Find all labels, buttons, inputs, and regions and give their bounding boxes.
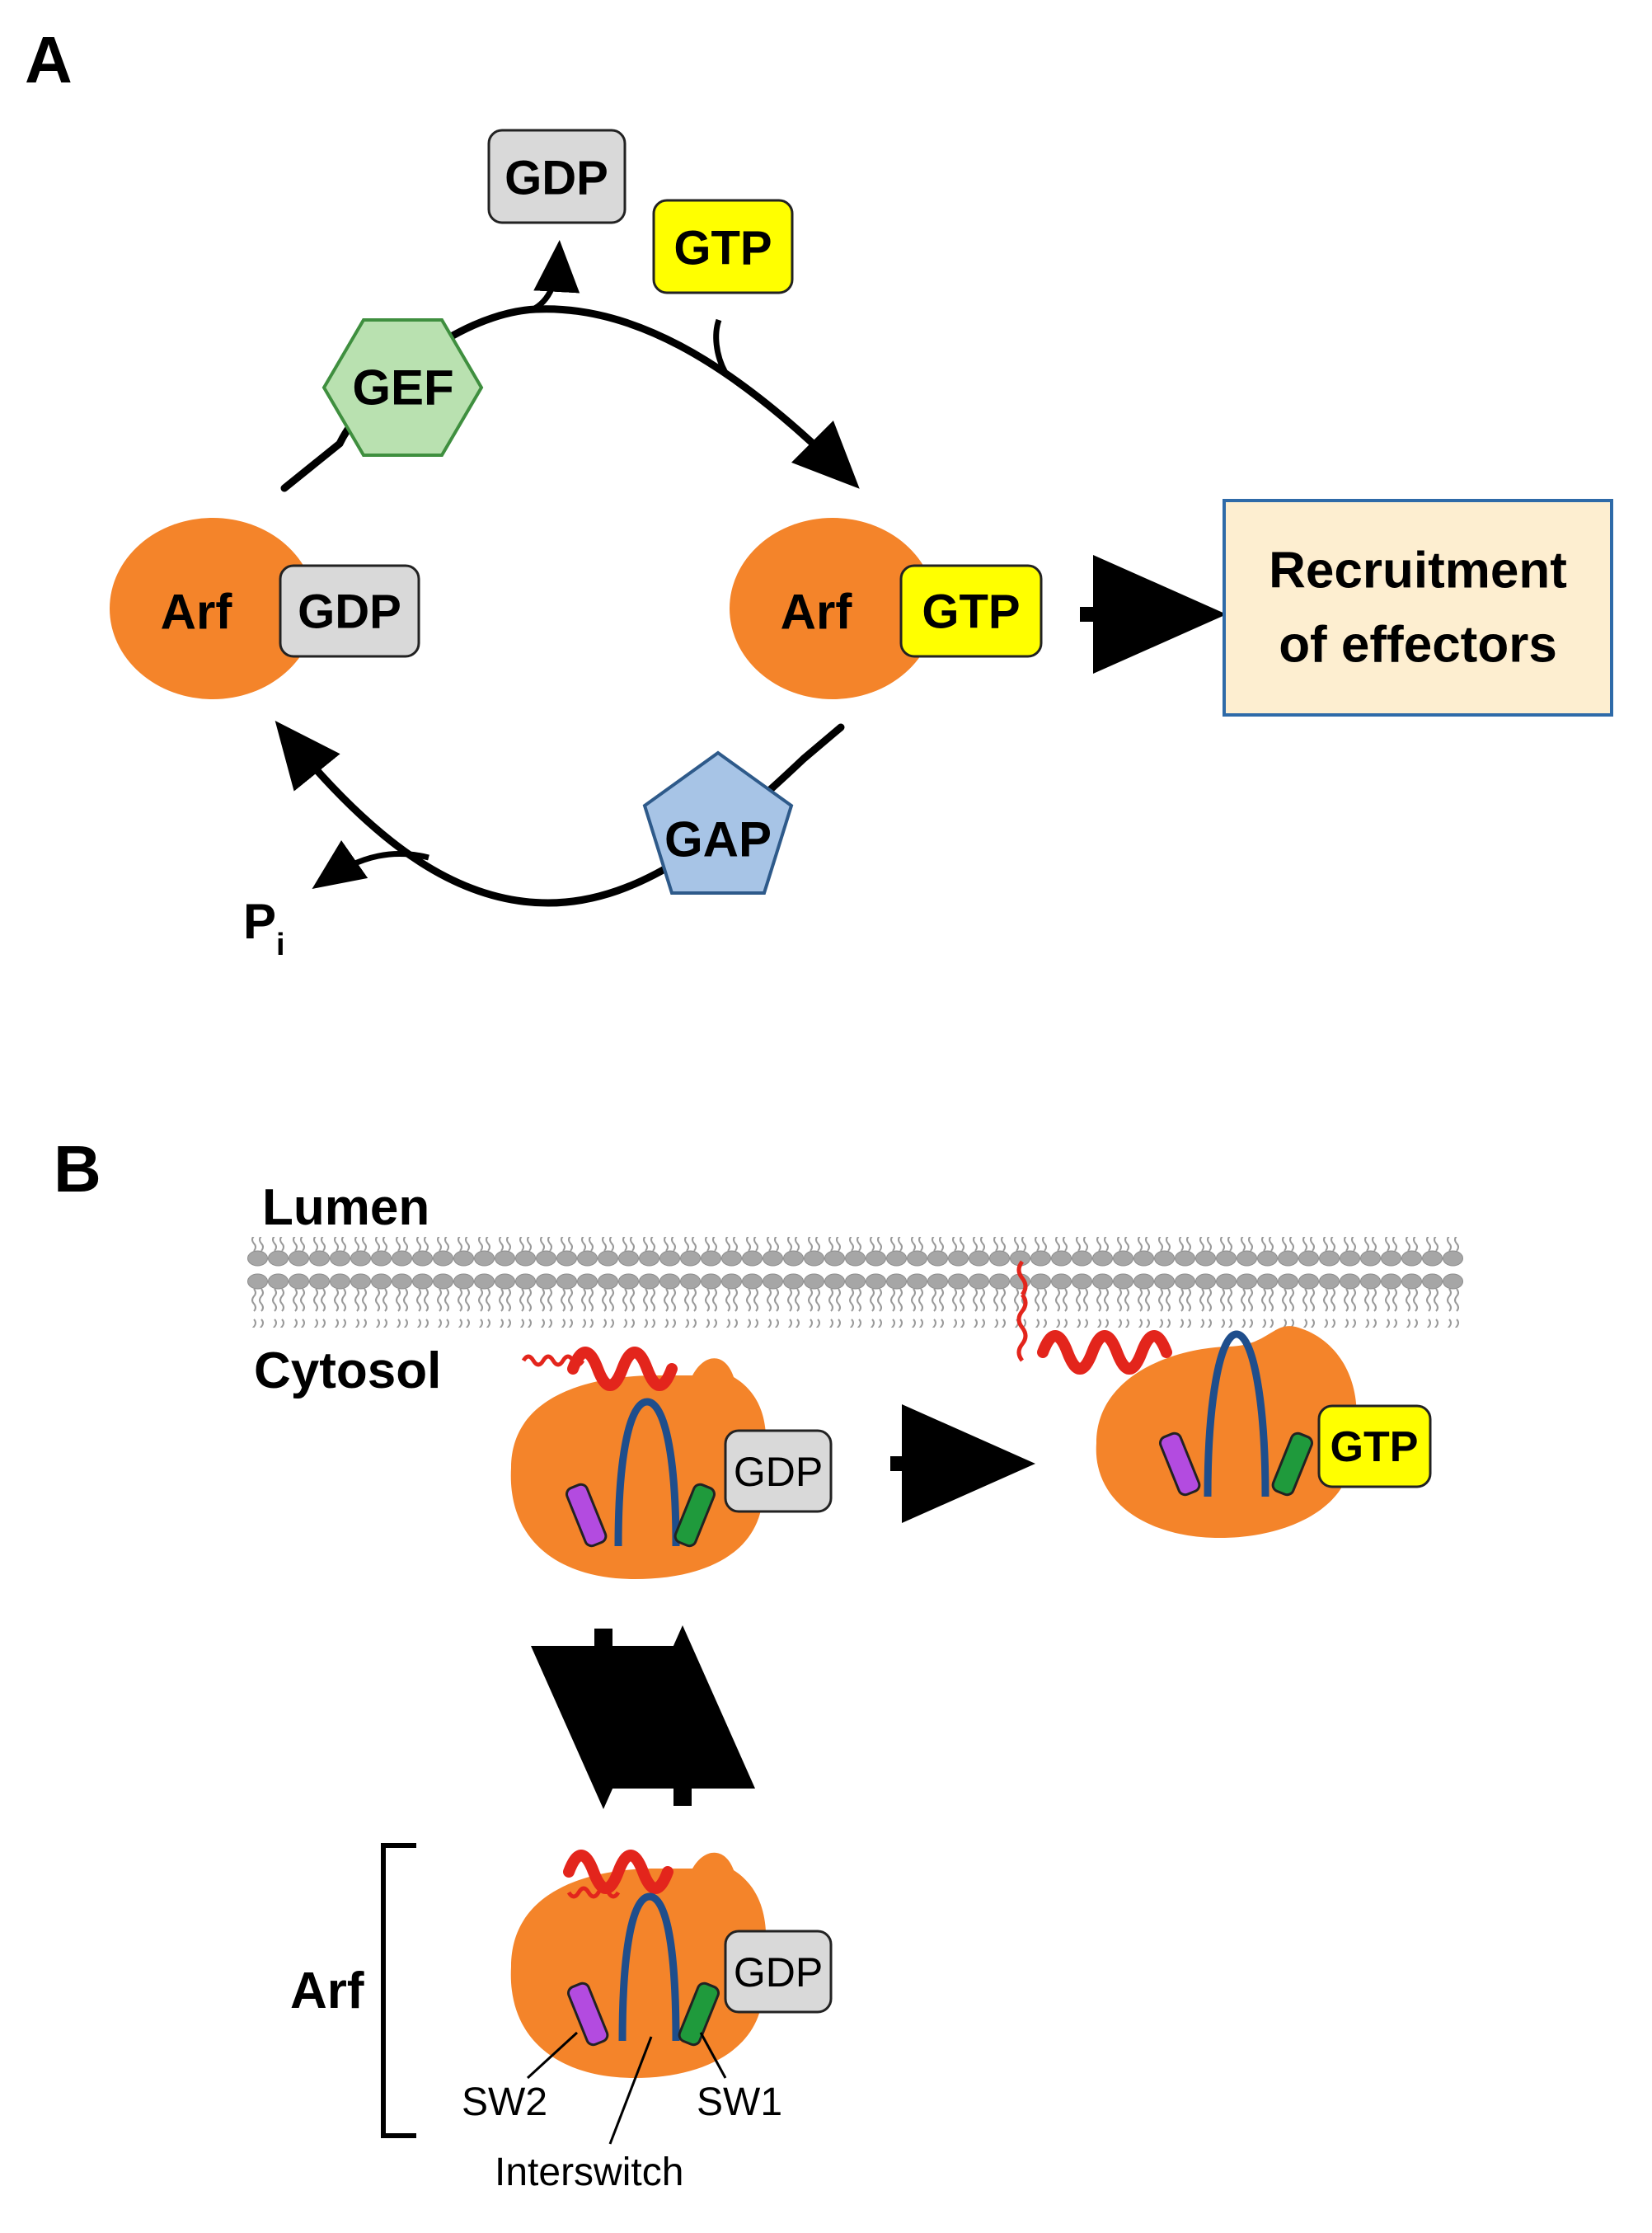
- gdp-release-arrow: [530, 240, 580, 313]
- incoming-gtp-label: GTP: [673, 222, 772, 275]
- effectors-box: Recruitment of effectors: [1223, 499, 1613, 717]
- interswitch-label: Interswitch: [495, 2151, 683, 2194]
- amphipathic-helix-icon: [566, 1886, 621, 1899]
- arf-gtp-arf-label: Arf: [781, 585, 853, 640]
- interswitch-hairpin-icon: [1204, 1330, 1270, 1497]
- arf-gdp-arf-label: Arf: [161, 585, 233, 640]
- membrane-bilayer-icon: [247, 1237, 1463, 1328]
- switch-cylinder-icon: [1159, 1431, 1201, 1497]
- pi-release-arrow: [312, 839, 429, 890]
- gtp-membrane-label: GTP: [1331, 1423, 1419, 1471]
- gdp-bottom-label: GDP: [734, 1949, 823, 1996]
- amphipathic-helix-icon: [1037, 1330, 1172, 1375]
- amphipathic-helix-icon: [567, 1347, 678, 1391]
- gap-label: GAP: [664, 812, 772, 867]
- panel-a-letter: A: [25, 23, 73, 96]
- gef-label: GEF: [352, 360, 453, 416]
- panel-a: A GDP GTP GEF Arf GDP Arf: [25, 23, 1613, 962]
- gdp-top-label: GDP: [734, 1449, 823, 1495]
- interswitch-leader-line: [608, 2036, 653, 2145]
- amphipathic-helix-icon: [563, 1850, 673, 1894]
- arf-gdp-gdp-label: GDP: [298, 585, 401, 639]
- amphipathic-helix-icon: [1016, 1260, 1028, 1362]
- sw2-leader-line: [526, 2031, 579, 2080]
- switch-cylinder-icon: [566, 1483, 608, 1548]
- arf-gdp-complex: Arf GDP: [110, 518, 420, 699]
- lumen-label: Lumen: [262, 1179, 429, 1236]
- gef-hexagon-icon: GEF: [321, 318, 484, 457]
- panel-b-letter: B: [54, 1132, 101, 1206]
- incoming-gtp-box: GTP: [652, 199, 794, 294]
- sw1-leader-line: [699, 2032, 727, 2079]
- arf-gdp-cytosolic: GDP: [510, 1850, 833, 2078]
- cytosol-label: Cytosol: [254, 1342, 441, 1399]
- switch-cylinder-icon: [673, 1483, 716, 1548]
- arf-gtp-membrane-bound: GTP: [1016, 1260, 1432, 1538]
- pi-label: Pi: [243, 894, 285, 962]
- gap-pentagon-icon: GAP: [642, 750, 794, 895]
- switch-cylinder-icon: [1271, 1431, 1313, 1497]
- arf-gtp-gtp-label: GTP: [922, 585, 1020, 639]
- arf-bracket: [381, 1843, 416, 2138]
- effectors-line1: Recruitment: [1269, 543, 1567, 599]
- switch-cylinder-icon: [678, 1981, 720, 2047]
- arf-gtp-complex: Arf GTP: [730, 518, 1043, 699]
- sw1-label: SW1: [697, 2080, 782, 2124]
- panel-b: B Lumen Cytosol GDP GTP: [54, 1132, 1463, 2194]
- interswitch-hairpin-icon: [618, 1892, 680, 2042]
- arf-gdp-membrane-adjacent: GDP: [510, 1347, 833, 1579]
- switch-cylinder-icon: [567, 1981, 609, 2047]
- interswitch-hairpin-icon: [614, 1398, 680, 1547]
- effectors-line2: of effectors: [1279, 617, 1557, 674]
- sw2-label: SW2: [462, 2080, 547, 2124]
- arf-bracket-label: Arf: [290, 1963, 364, 2019]
- released-gdp-label: GDP: [505, 152, 608, 205]
- gtp-entry-line: [713, 318, 729, 374]
- released-gdp-box: GDP: [487, 129, 627, 224]
